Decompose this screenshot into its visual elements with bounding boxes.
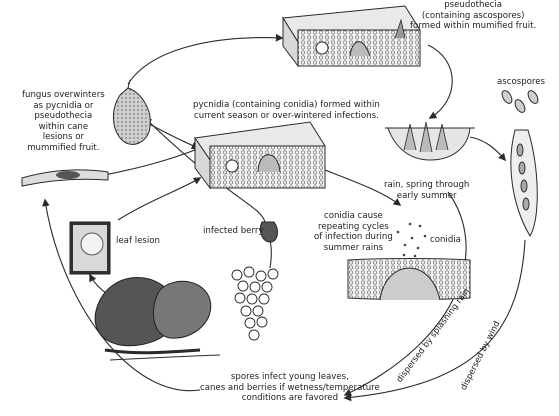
infected-berry (259, 221, 278, 243)
pseudothecium-section (385, 121, 475, 161)
label-spores-infect: spores infect young leaves,canes and ber… (200, 372, 380, 403)
arrow-to-conidia (319, 167, 402, 206)
arrow-to-pseudothecia (127, 33, 284, 85)
pseudothecia-tissue (282, 5, 421, 68)
arrow-to-ascospores (469, 136, 506, 162)
pycnidium-section (347, 222, 471, 301)
arrow-to-ascus (427, 44, 453, 119)
cane-lesion (21, 169, 109, 187)
label-pycnidia: pycnidia (containing conidia) formed wit… (193, 100, 380, 121)
label-infected-berry: infected berry (203, 226, 264, 236)
arrow-wind (343, 239, 526, 402)
label-leaf-lesion: leaf lesion (116, 236, 160, 246)
arrow-cane-to-pycnidia (99, 146, 202, 177)
arrow-berry-to-mummy (143, 116, 266, 223)
mummified-fruit (113, 79, 151, 145)
grapevine-leaves (94, 277, 221, 361)
label-conidia: conidia (430, 235, 461, 245)
pycnidia-tissue (194, 121, 326, 190)
label-pseudothecia: pseudothecia(containing ascospores)forme… (410, 0, 537, 31)
ascospores-group (501, 90, 539, 237)
leaf-lesion-image (69, 221, 111, 275)
grape-cluster (231, 266, 279, 341)
label-ascospores: ascospores (497, 77, 546, 87)
arrow-leaf-to-pycnidia (117, 177, 202, 221)
